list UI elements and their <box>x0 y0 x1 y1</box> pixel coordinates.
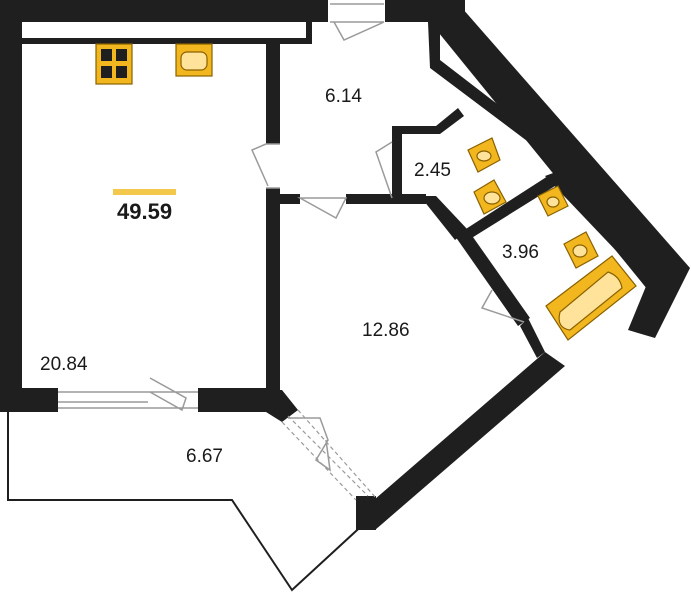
area-bathroom: 3.96 <box>502 242 539 263</box>
stove-icon <box>95 43 133 85</box>
balcony-door-frame <box>356 496 376 530</box>
bathtub-icon <box>545 255 637 341</box>
hall-bottom-wall-left <box>280 194 300 204</box>
bath-sink-icon <box>537 185 569 217</box>
toilet-icon <box>473 179 507 215</box>
total-area: 49.59 <box>117 199 173 224</box>
entrance-door <box>330 3 385 41</box>
top-wall-left <box>0 0 328 22</box>
area-hallway: 6.14 <box>325 86 362 107</box>
balcony-door-swing <box>288 417 331 472</box>
wc-top-wall <box>392 108 464 134</box>
bedroom-corner <box>266 390 298 422</box>
bedroom-door <box>297 197 348 220</box>
wc-bath-divider <box>455 176 555 244</box>
bath-inner-right <box>545 172 652 278</box>
living-door <box>251 143 280 189</box>
living-right-wall <box>266 44 280 144</box>
area-living-room: 20.84 <box>40 354 88 375</box>
toilet-door <box>375 141 393 199</box>
bathroom-door <box>480 289 525 323</box>
bath-left-diagonal <box>455 230 530 326</box>
right-wall <box>628 262 690 338</box>
balcony-door-bedroom <box>281 409 377 501</box>
diagonal-outer-wall <box>430 0 690 300</box>
bath-bottom-wall <box>520 318 545 358</box>
living-bottom-wall-left <box>0 388 58 412</box>
kitchen-top-shelf-end <box>306 22 312 44</box>
balcony-door-left <box>58 377 198 412</box>
area-balcony: 6.67 <box>186 446 223 467</box>
wc-left-wall <box>392 126 402 200</box>
balcony-outline <box>7 412 369 592</box>
toilet-sink-icon <box>467 137 501 173</box>
living-right-wall-lower <box>266 188 280 392</box>
area-bedroom: 12.86 <box>362 320 410 341</box>
wc-bottom-diagonal <box>420 196 468 240</box>
left-wall <box>0 0 22 412</box>
kitchen-sink-icon <box>175 43 213 77</box>
area-toilet: 2.45 <box>414 160 451 181</box>
total-area-accent <box>113 189 176 195</box>
bottom-diagonal-wall <box>360 352 565 530</box>
inner-diagonal-wall <box>428 22 570 168</box>
kitchen-top-shelf <box>22 38 312 44</box>
bath-toilet-icon <box>563 231 599 269</box>
hall-bottom-wall-right <box>346 194 426 204</box>
